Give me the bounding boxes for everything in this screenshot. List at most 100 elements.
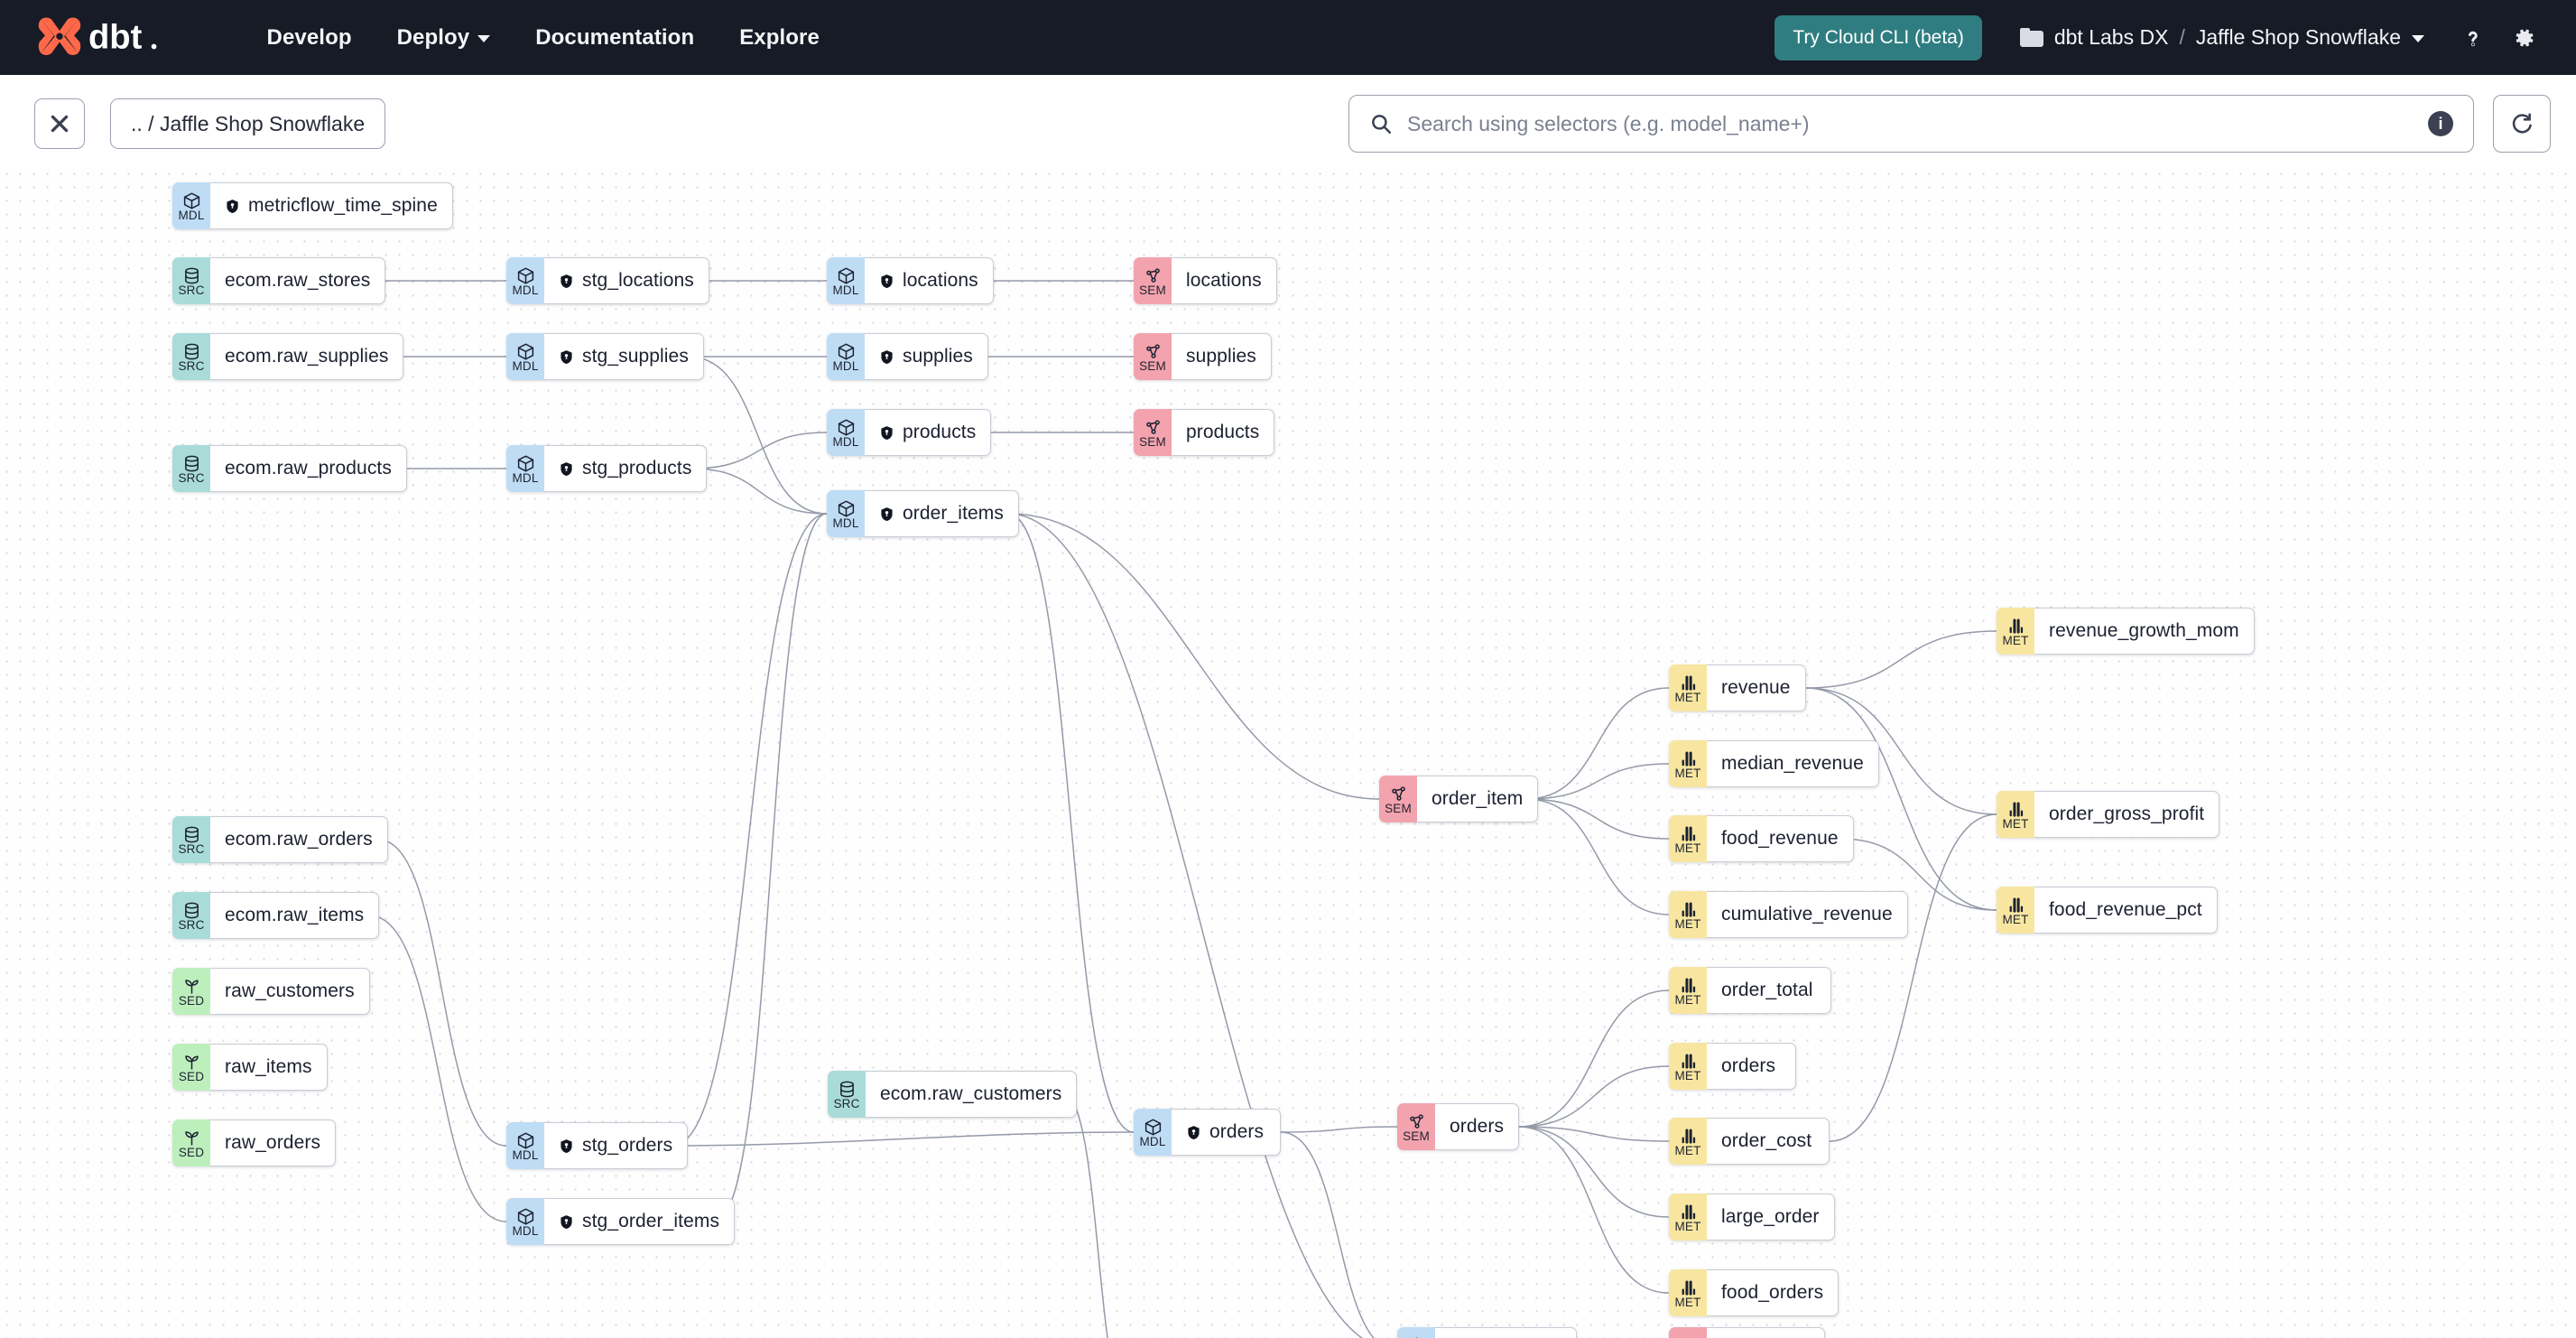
node-body: raw_orders <box>210 1120 337 1166</box>
nav-item-explore[interactable]: Explore <box>717 0 842 75</box>
node-label: order_total <box>1721 980 1813 1000</box>
node-type-label: SEM <box>1139 359 1166 373</box>
refresh-button[interactable] <box>2493 95 2551 153</box>
node-body: ecom.raw_supplies <box>210 333 404 380</box>
node-label: stg_supplies <box>582 346 689 367</box>
nav-item-explore-label: Explore <box>739 24 820 50</box>
graph-node-met-food-revenue-pct[interactable]: MET food_revenue_pct <box>1997 887 2218 934</box>
main-nav-links: Develop Deploy Documentation Explore <box>245 0 842 75</box>
seedling-icon <box>182 1129 201 1147</box>
node-type-badge-sed: SED <box>172 968 210 1015</box>
node-label: order_cost <box>1721 1130 1812 1151</box>
node-type-badge-mdl: MDL <box>827 333 865 380</box>
cube-icon <box>516 454 535 472</box>
node-body: order_cost <box>1707 1118 1830 1165</box>
node-label: food_revenue_pct <box>2049 899 2202 920</box>
graph-node-sem-customers[interactable]: SEMcustomers <box>1669 1327 1825 1338</box>
breadcrumb-separator: / <box>2179 25 2185 49</box>
node-type-label: SEM <box>1139 283 1166 297</box>
graph-node-sem-supplies[interactable]: SEM supplies <box>1134 333 1272 380</box>
node-type-label: MDL <box>512 1224 539 1238</box>
nav-item-deploy[interactable]: Deploy <box>375 0 514 75</box>
node-body: products <box>865 409 992 456</box>
try-cloud-cli-button[interactable]: Try Cloud CLI (beta) <box>1774 14 1982 60</box>
cube-icon <box>182 191 201 209</box>
lineage-edge <box>368 915 507 1222</box>
node-type-label: MET <box>2002 913 2029 926</box>
node-body: supplies <box>865 333 988 380</box>
graph-node-stg-products[interactable]: MDL stg_products <box>506 445 708 492</box>
node-type-label: MDL <box>512 471 539 485</box>
bar-chart-icon <box>1679 1203 1698 1221</box>
node-type-badge-mdl: MDL <box>1134 1109 1172 1156</box>
breadcrumb-button[interactable]: .. / Jaffle Shop Snowflake <box>110 98 386 149</box>
node-type-label: MET <box>1674 1220 1701 1233</box>
nav-item-develop[interactable]: Develop <box>245 0 375 75</box>
node-type-badge-met: MET <box>1669 740 1707 787</box>
search-input[interactable]: Search using selectors (e.g. model_name+… <box>1407 111 1810 135</box>
account-project-breadcrumb[interactable]: dbt Labs DX / Jaffle Shop Snowflake <box>2019 25 2424 50</box>
node-label: stg_products <box>582 458 692 479</box>
folder-icon <box>2019 28 2043 47</box>
close-icon <box>51 115 69 133</box>
bar-chart-icon <box>2006 896 2025 914</box>
node-type-badge-sed: SED <box>172 1044 210 1091</box>
node-label: locations <box>903 270 978 291</box>
gear-icon[interactable] <box>2498 13 2549 63</box>
node-body: supplies <box>1172 333 1272 380</box>
lineage-edge <box>1525 798 1670 840</box>
nav-item-documentation[interactable]: Documentation <box>513 0 717 75</box>
breadcrumb-label: .. / Jaffle Shop Snowflake <box>131 111 366 135</box>
semantic-graph-icon <box>1144 266 1163 284</box>
close-button[interactable] <box>34 98 85 149</box>
seedling-icon <box>182 977 201 995</box>
dbt-logo[interactable]: dbt <box>34 15 192 60</box>
graph-node-customers[interactable]: MDLcustomers <box>1397 1327 1577 1338</box>
node-type-badge-mdl: MDL <box>506 445 544 492</box>
node-type-label: SEM <box>1139 435 1166 449</box>
seedling-icon <box>182 1053 201 1071</box>
help-icon[interactable] <box>2448 13 2498 63</box>
info-icon[interactable]: i <box>2428 111 2453 136</box>
search-bar[interactable]: Search using selectors (e.g. model_name+… <box>1348 95 2474 153</box>
semantic-graph-icon <box>1144 418 1163 436</box>
node-type-badge-met: MET <box>1997 791 2034 838</box>
lineage-toolbar: .. / Jaffle Shop Snowflake Search using … <box>0 75 2576 167</box>
shield-icon <box>879 273 894 290</box>
